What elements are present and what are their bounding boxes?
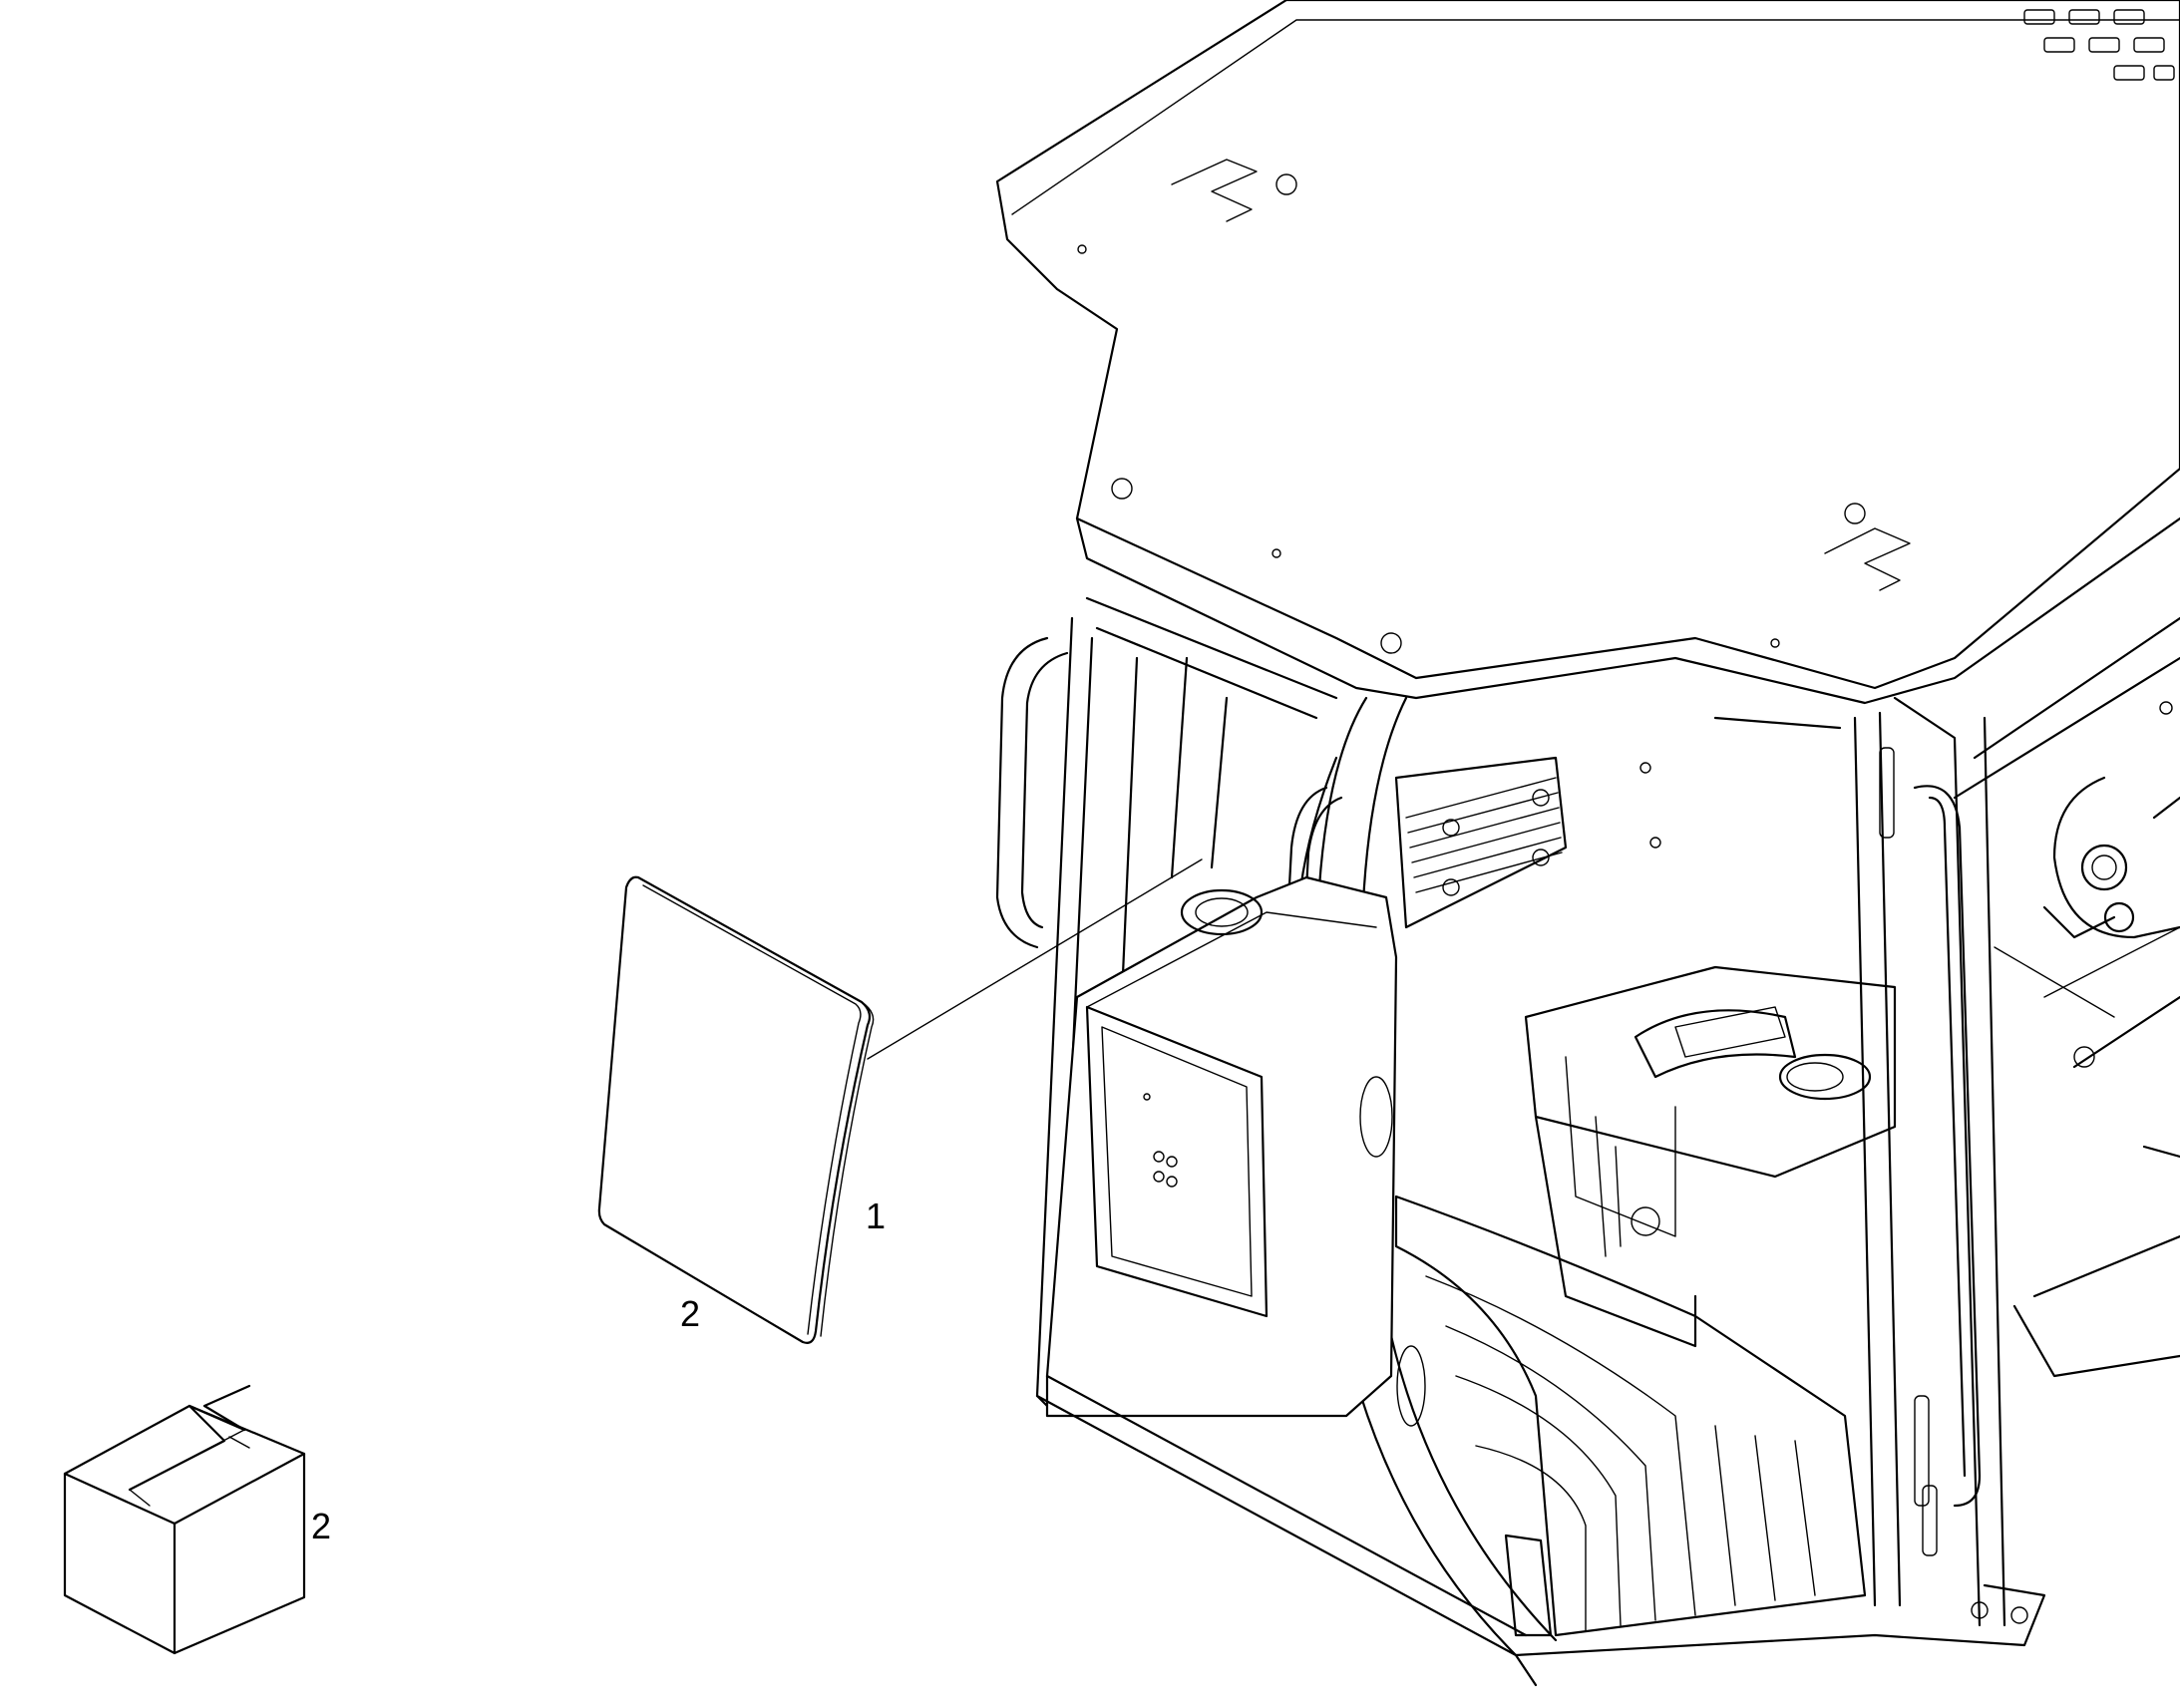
callout-part-1: 1: [866, 1196, 886, 1236]
glass-panel-icon: [597, 875, 875, 1344]
callout-panel-quantity: 2: [680, 1293, 700, 1334]
parts-box-icon: [63, 1384, 306, 1655]
leader-line: [867, 858, 1203, 1060]
callout-kit-quantity: 2: [311, 1506, 331, 1546]
cab-frame-illustration: [995, 0, 2180, 1687]
